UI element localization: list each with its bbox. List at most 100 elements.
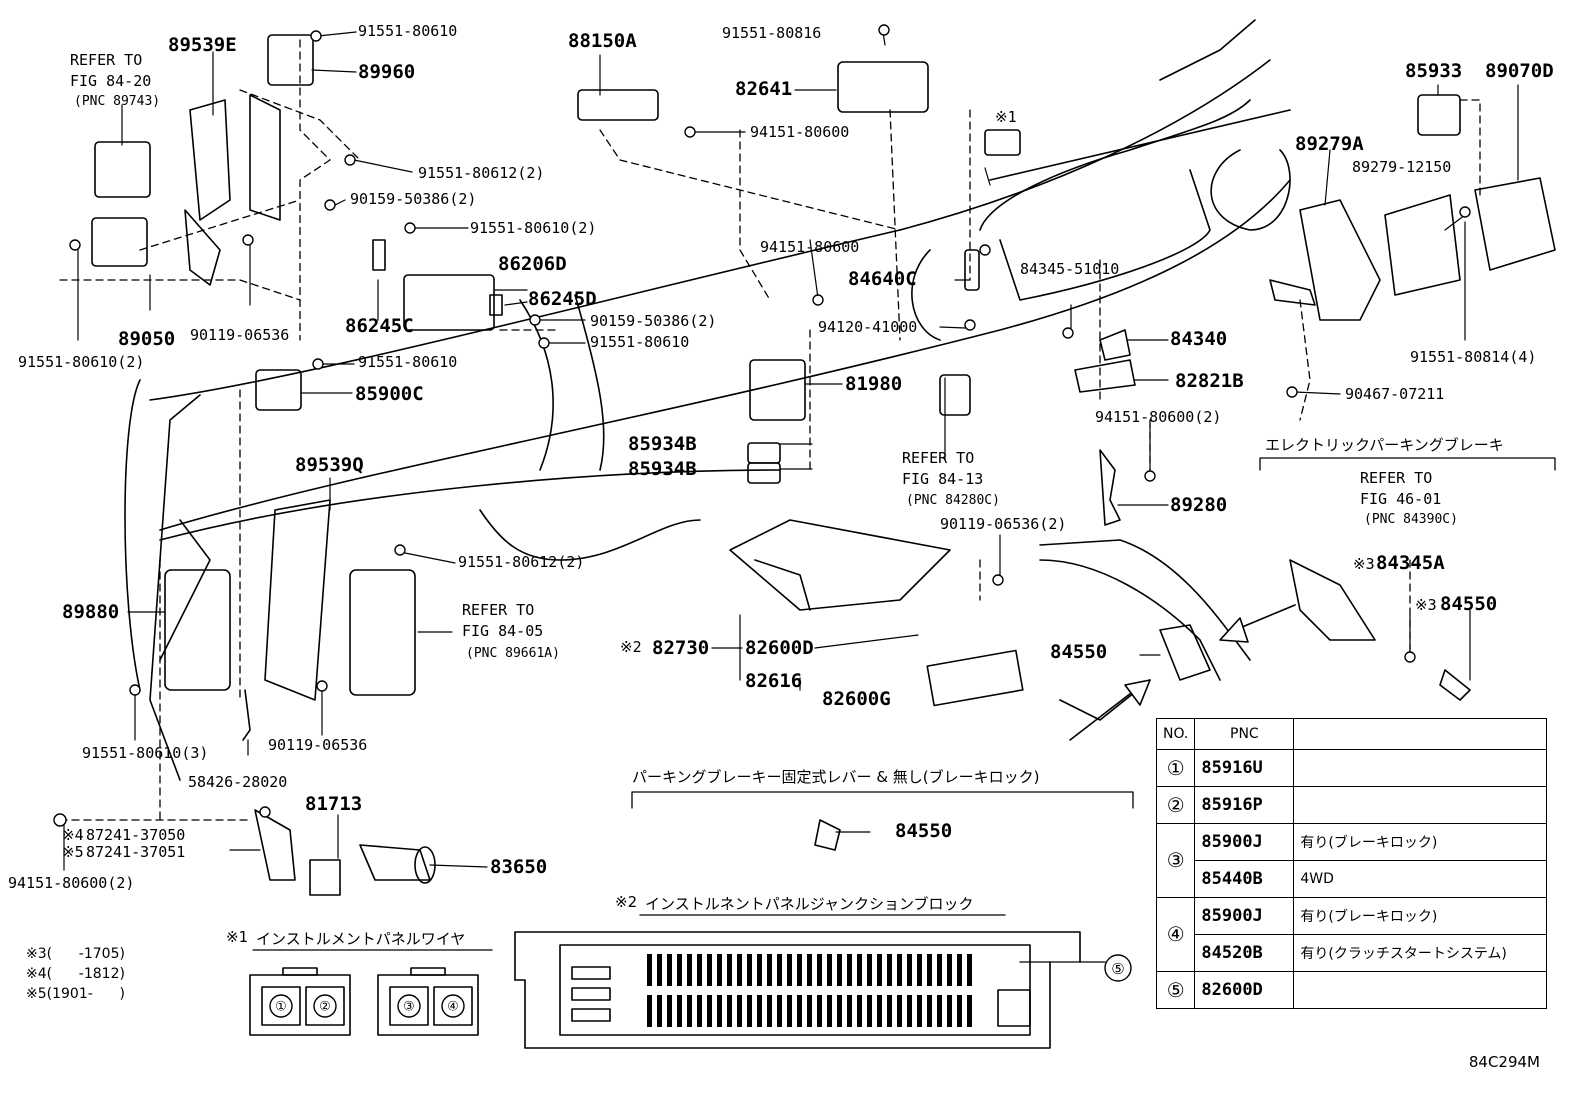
part-label: 83650 [490,856,548,878]
part-label: 94120-41000 [818,318,918,336]
part-label: 91551-80610(3) [82,744,209,762]
refer-note-fig84-20-pnc: (PNC 89743) [74,94,161,109]
part-label: 86245D [528,288,597,310]
refer-note-fig84-20: REFER TO FIG 84-20 [70,51,152,90]
row-pnc: 85916U [1194,749,1295,787]
part-label: 84550 [1050,641,1108,663]
part-label: 89279-12150 [1352,158,1452,176]
part-label: 82641 [735,78,793,100]
section-brackets [252,457,1556,963]
connector-pin-4: ④ [447,1000,459,1015]
connector-pin-3: ③ [403,1000,415,1015]
part-label: 84345-51010 [1020,260,1120,278]
refer-note-fig84-13: REFER TO FIG 84-13 [902,449,984,488]
part-label: 87241-37051 [86,843,186,861]
part-label: 88150A [568,30,637,52]
part-label: 94151-80600 [760,238,860,256]
part-label: 85900C [355,383,424,405]
dashboard-outline [124,19,1291,781]
row-pnc: 85900J [1194,823,1295,861]
col-header-remark [1293,718,1548,750]
heading-electric-parking-brake: エレクトリックパーキングブレーキ [1265,436,1504,454]
heading-wire-mark: ※1 [226,928,249,946]
locator-lines [59,39,1481,821]
col-header-pnc: PNC [1194,718,1295,750]
connector-pin-1: ① [275,1000,287,1015]
part-label: 84345A [1376,552,1445,574]
row-pnc: 85916P [1194,786,1295,824]
part-label: 91551-80814(4) [1410,348,1537,366]
part-label: 89960 [358,61,416,83]
refer-note-fig46-01-pnc: (PNC 84390C) [1364,512,1458,527]
table-row: 84520B 有り(クラッチスタートシステム) [1157,934,1548,972]
leader-lines [63,31,1519,871]
row-no: ③ [1155,823,1196,898]
figure-code: 84C294M [1468,1053,1540,1071]
part-sketches [91,34,1556,896]
row-pnc: 85440B [1194,860,1295,898]
refer-note-fig84-05-pnc: (PNC 89661A) [466,646,560,661]
part-label: 87241-37050 [86,826,186,844]
footnote-5: ※5(1901- ) [26,986,125,1002]
footnote-mark: ※3 [1415,596,1437,614]
pnc-table: NO. PNC ① 85916U ② 85916P ③ 85900J 有り(ブレ… [1155,718,1548,1009]
part-label: 91551-80610(2) [470,219,597,237]
footnote-3: ※3( -1705) [26,946,125,962]
part-label: 91551-80612(2) [418,164,545,182]
row-remark: 有り(ブレーキロック) [1293,823,1548,861]
row-no: ④ [1155,897,1196,972]
table-row: ② 85916P [1155,786,1548,824]
heading-fixed-lever: パーキングブレーキー固定式レバー & 無し(ブレーキロック) [632,768,1040,786]
refer-note-fig84-13-pnc: (PNC 84280C) [906,493,1000,508]
part-label: 90119-06536(2) [940,515,1067,533]
connector-pin-2: ② [319,1000,331,1015]
part-label: 85934B [628,433,697,455]
part-label: 82600G [822,688,891,710]
footnote-mark: ※4 [62,826,84,844]
row-no-circle: ④ [1166,922,1185,946]
wire-connector-sketch [249,967,479,1036]
part-label: 86206D [498,253,567,275]
refer-note-fig46-01: REFER TO FIG 46-01 [1360,469,1442,508]
part-label: 89880 [62,601,120,623]
heading-junction-block: インストルネントパネルジャンクションブロック [645,895,974,913]
pnc-table-header: NO. PNC [1155,718,1548,750]
part-label: 81713 [305,793,363,815]
part-label: 91551-80610 [358,353,458,371]
part-label: 91551-80610 [590,333,690,351]
row-no-circle: ⑤ [1166,977,1185,1002]
footnote-mark: ※3 [1353,555,1375,573]
footnote-mark: ※1 [995,108,1017,126]
part-label: 58426-28020 [188,773,288,791]
part-label: 89539E [168,34,237,56]
connector-pin-circles [269,954,1132,1018]
row-remark [1293,749,1548,787]
part-label: 86245C [345,315,414,337]
heading-instrument-panel-wire: インストルメントパネルワイヤ [256,930,466,948]
table-row: ① 85916U [1155,749,1548,787]
part-label: 90119-06536 [190,326,290,344]
row-no-circle: ② [1166,792,1185,817]
part-label: 90159-50386(2) [590,312,717,330]
row-no: ① [1155,749,1196,787]
row-remark: 4WD [1293,860,1548,898]
part-label: 82730 [652,637,710,659]
row-remark [1293,786,1548,824]
row-no: ② [1155,786,1196,824]
part-label: 90159-50386(2) [350,190,477,208]
table-row: ③ 85900J 有り(ブレーキロック) [1155,823,1548,898]
part-label: 90119-06536 [268,736,368,754]
callout-5: ⑤ [1111,960,1124,978]
row-no-circle: ③ [1166,848,1185,872]
part-label: 89280 [1170,494,1228,516]
fuse-slot-pattern [647,954,972,1027]
part-label: 85934B [628,458,697,480]
row-remark: 有り(クラッチスタートシステム) [1293,934,1548,972]
part-label: 82600D [745,637,814,659]
part-label: 85933 [1405,60,1463,82]
part-label: 84550 [895,820,953,842]
row-pnc: 85900J [1194,897,1295,935]
row-no-circle: ① [1166,755,1185,780]
heading-junction-block-mark: ※2 [615,893,638,911]
